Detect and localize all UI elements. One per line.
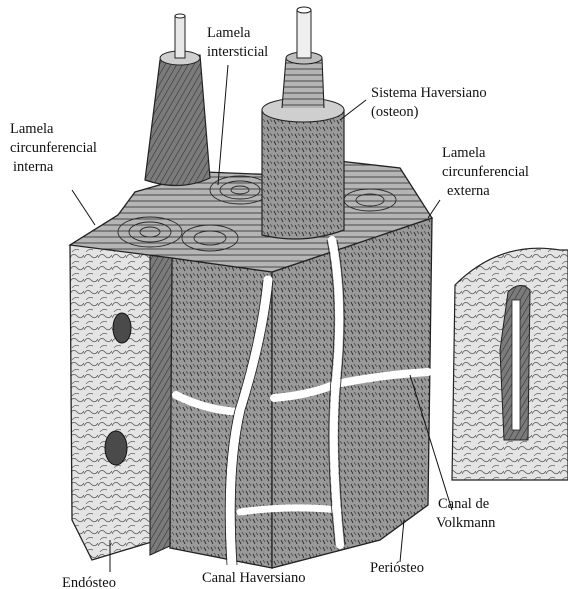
label-periosteo: Periósteo: [370, 560, 424, 576]
label-lamela-circunferencial-interna: Lamela circunferencial interna: [10, 121, 97, 175]
inner-spongy-face: [70, 215, 160, 560]
label-canal-volkmann: Canal de Volkmann: [436, 496, 496, 531]
label-text: Sistema Haversiano: [371, 85, 487, 101]
label-text: circunferencial: [442, 164, 529, 180]
bone-block: [70, 160, 432, 568]
label-text: interna: [13, 159, 54, 175]
partial-osteon-right: [452, 248, 568, 480]
label-text: Volkmann: [436, 515, 496, 531]
marrow-cavity-2: [105, 431, 127, 465]
osteon-cylinder-right: [262, 7, 344, 239]
label-text: Canal de: [438, 496, 489, 512]
label-lamela-circunferencial-externa: Lamela circunferencial externa: [442, 145, 529, 199]
label-endosteo: Endósteo: [62, 575, 116, 589]
osteon-cylinder-left: [145, 14, 210, 186]
label-sistema-haversiano: Sistema Haversiano (osteon): [371, 85, 487, 120]
lower-transverse-canal: [240, 508, 338, 512]
label-text: externa: [447, 183, 490, 199]
label-text: (osteon): [371, 104, 419, 120]
label-text: intersticial: [207, 44, 268, 60]
label-canal-haversiano: Canal Haversiano: [202, 570, 305, 586]
label-text: Lamela: [10, 121, 54, 137]
label-text: Lamela: [442, 145, 486, 161]
label-lamela-intersticial: Lamela intersticial: [207, 25, 268, 60]
marrow-cavity-1: [113, 313, 131, 343]
label-text: circunferencial: [10, 140, 97, 156]
label-text: Lamela: [207, 25, 251, 41]
